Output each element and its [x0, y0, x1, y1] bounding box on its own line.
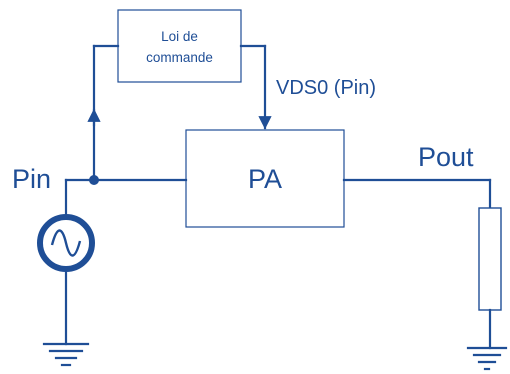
sense-wire	[87, 44, 120, 182]
control-law-block: Loi de commande	[117, 9, 242, 83]
junction-node	[89, 175, 99, 185]
ground-icon	[466, 346, 508, 371]
vds0-wire	[239, 44, 272, 130]
pa-label: PA	[248, 164, 282, 194]
control-law-label-line2: commande	[146, 50, 213, 65]
ac-source-icon	[37, 214, 95, 272]
pa-block: PA	[185, 129, 345, 228]
resistor-icon	[478, 207, 502, 311]
ground-icon	[42, 342, 90, 367]
control-law-label-line1: Loi de	[161, 29, 198, 44]
output-wire	[342, 178, 492, 210]
pin-label: Pin	[12, 164, 51, 194]
pout-label: Pout	[418, 142, 474, 172]
input-wire	[64, 175, 188, 218]
vds0-label: VDS0 (Pin)	[276, 77, 376, 99]
